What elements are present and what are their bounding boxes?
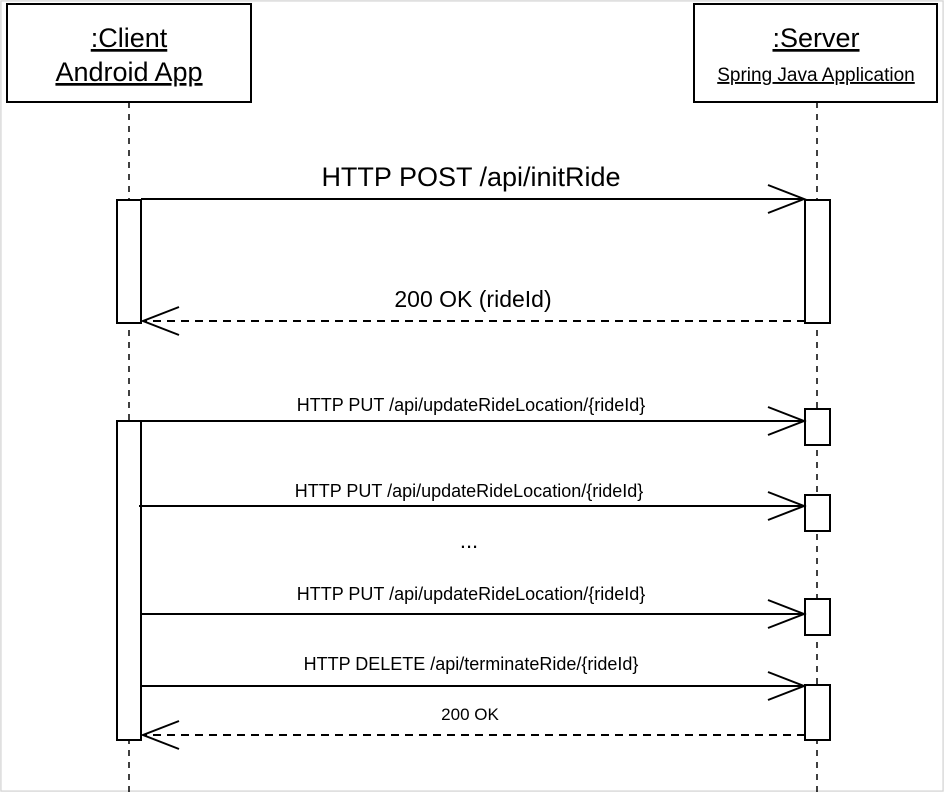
server-activation-bar (804, 494, 831, 532)
message-terminate-ride-response: 200 OK (140, 705, 805, 750)
message-arrowhead (767, 406, 807, 436)
server-activation-bar (804, 598, 831, 636)
message-arrowhead (767, 599, 807, 629)
return-arrowhead (140, 720, 180, 750)
client-participant-subtitle: Android App (55, 57, 202, 87)
message-label: HTTP DELETE /api/terminateRide/{rideId} (304, 654, 639, 674)
server-participant-name: :Server (772, 23, 859, 53)
message-label: HTTP PUT /api/updateRideLocation/{rideId… (295, 481, 644, 501)
message-label: HTTP PUT /api/updateRideLocation/{rideId… (297, 584, 646, 604)
message-init-ride: HTTP POST /api/initRide (141, 162, 807, 214)
message-update-location: HTTP PUT /api/updateRideLocation/{rideId… (139, 481, 807, 521)
message-update-location: HTTP PUT /api/updateRideLocation/{rideId… (141, 395, 807, 436)
server-participant-box (693, 3, 938, 103)
server-activation-bar (804, 684, 831, 741)
client-participant: :Client Android App (6, 3, 252, 103)
message-update-location: HTTP PUT /api/updateRideLocation/{rideId… (141, 584, 807, 629)
message-arrowhead (767, 491, 807, 521)
message-init-ride-response: 200 OK (rideId) (140, 286, 805, 336)
message-label: HTTP PUT /api/updateRideLocation/{rideId… (297, 395, 646, 415)
server-activation-bar (804, 199, 831, 324)
message-terminate-ride: HTTP DELETE /api/terminateRide/{rideId} (141, 654, 807, 701)
client-activation-bar (116, 199, 142, 324)
client-activation-bar (116, 420, 142, 741)
server-participant: :Server Spring Java Application (693, 3, 938, 103)
client-participant-box (6, 3, 252, 103)
message-arrowhead (767, 671, 807, 701)
server-participant-subtitle: Spring Java Application (717, 65, 915, 86)
server-activation-bar (804, 408, 831, 446)
message-arrowhead (767, 184, 807, 214)
client-participant-name: :Client (91, 23, 168, 53)
message-label: 200 OK (rideId) (394, 286, 551, 312)
message-label: 200 OK (441, 705, 499, 724)
message-label: HTTP POST /api/initRide (321, 162, 620, 192)
return-arrowhead (140, 306, 180, 336)
ellipsis: ... (460, 528, 478, 553)
